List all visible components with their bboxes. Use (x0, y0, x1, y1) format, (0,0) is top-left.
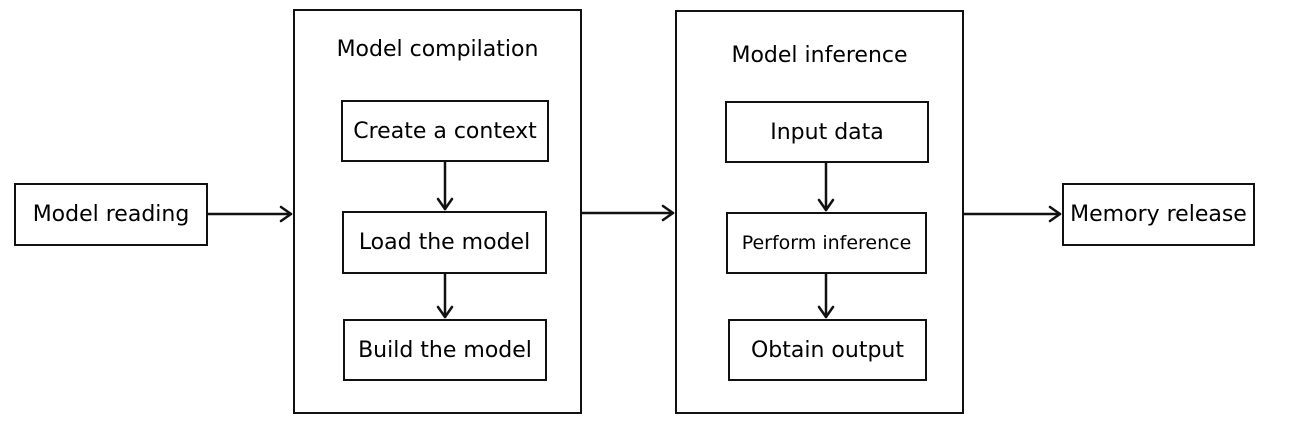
arrow-context-to-load (436, 160, 454, 211)
create-context-node: Create a context (341, 100, 549, 162)
input-data-node: Input data (725, 101, 929, 163)
load-model-node: Load the model (342, 211, 547, 274)
build-model-node: Build the model (343, 319, 547, 381)
model-reading-node: Model reading (14, 183, 208, 246)
model-inference-title: Model inference (731, 43, 908, 68)
model-compilation-title: Model compilation (336, 37, 539, 62)
perform-inference-node: Perform inference (726, 212, 927, 274)
arrow-compilation-to-inference (580, 204, 675, 222)
arrow-reading-to-compilation (206, 205, 293, 223)
arrow-inference-to-output (817, 272, 835, 319)
memory-release-node: Memory release (1062, 183, 1255, 246)
arrow-inference-to-memory (962, 205, 1062, 223)
obtain-output-node: Obtain output (728, 319, 927, 381)
arrow-input-to-inference (817, 161, 835, 212)
arrow-load-to-build (436, 272, 454, 319)
